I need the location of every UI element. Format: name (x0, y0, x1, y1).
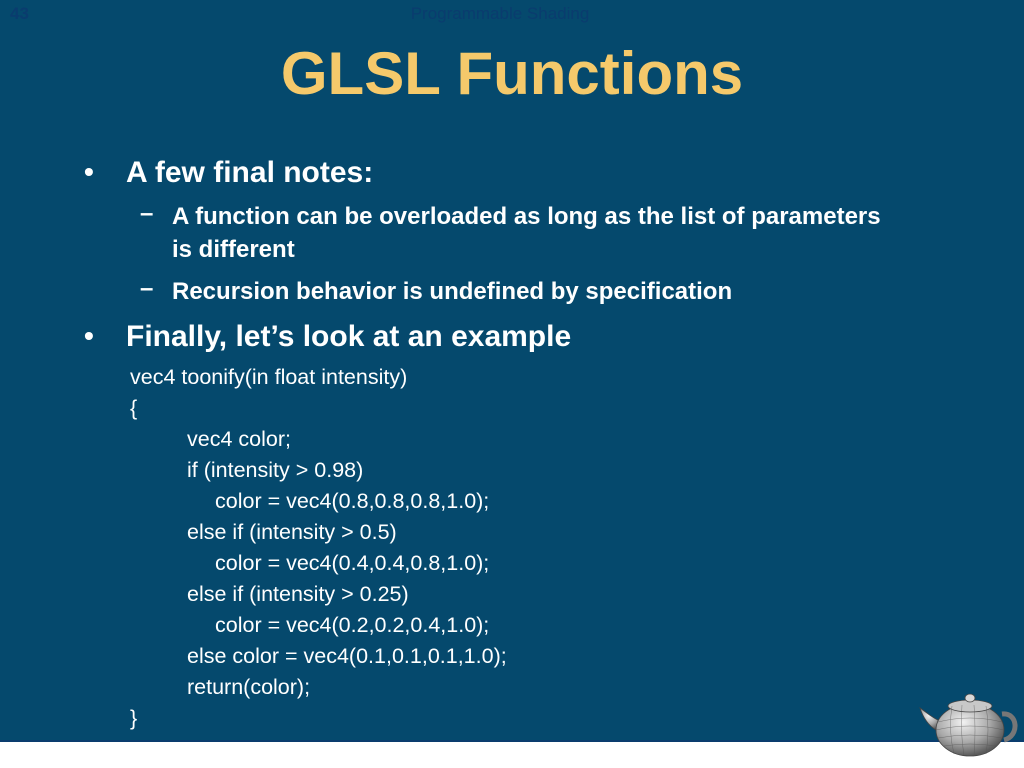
slide-footer (0, 740, 1024, 768)
code-line: color = vec4(0.2,0.2,0.4,1.0); (215, 613, 490, 637)
code-example: vec4 toonify(in float intensity) { vec4 … (130, 362, 507, 734)
code-line: return(color); (187, 675, 311, 699)
code-line: else if (intensity > 0.25) (187, 582, 409, 606)
slide-number: 43 (10, 4, 29, 23)
code-line: color = vec4(0.4,0.4,0.8,1.0); (215, 551, 490, 575)
slide-title: GLSL Functions (280, 40, 744, 107)
code-line: } (130, 706, 138, 730)
footer-title: Programmable Shading (410, 4, 590, 23)
dash-icon: – (140, 200, 154, 227)
code-line: { (130, 396, 138, 420)
code-line: vec4 toonify(in float intensity) (130, 365, 408, 389)
bullet-dot-icon: • (84, 320, 94, 351)
sub-item-text: Recursion behavior is undefined by speci… (172, 278, 733, 305)
dash-icon: – (140, 275, 154, 302)
footer-divider (0, 740, 1024, 742)
code-line: else if (intensity > 0.5) (187, 520, 397, 544)
bullet-dot-icon: • (84, 156, 94, 187)
code-line: else color = vec4(0.1,0.1,0.1,1.0); (187, 644, 507, 668)
bullet-text: Finally, let’s look at an example (126, 320, 572, 353)
sub-item-text: A function can be overloaded as long as … (172, 203, 881, 263)
code-line: if (intensity > 0.98) (187, 458, 364, 482)
code-line: color = vec4(0.8,0.8,0.8,1.0); (215, 489, 490, 513)
teapot-icon (919, 693, 1018, 757)
bullet-text: A few final notes: (126, 156, 374, 189)
code-line: vec4 color; (187, 427, 291, 451)
slide-body (0, 0, 1024, 740)
